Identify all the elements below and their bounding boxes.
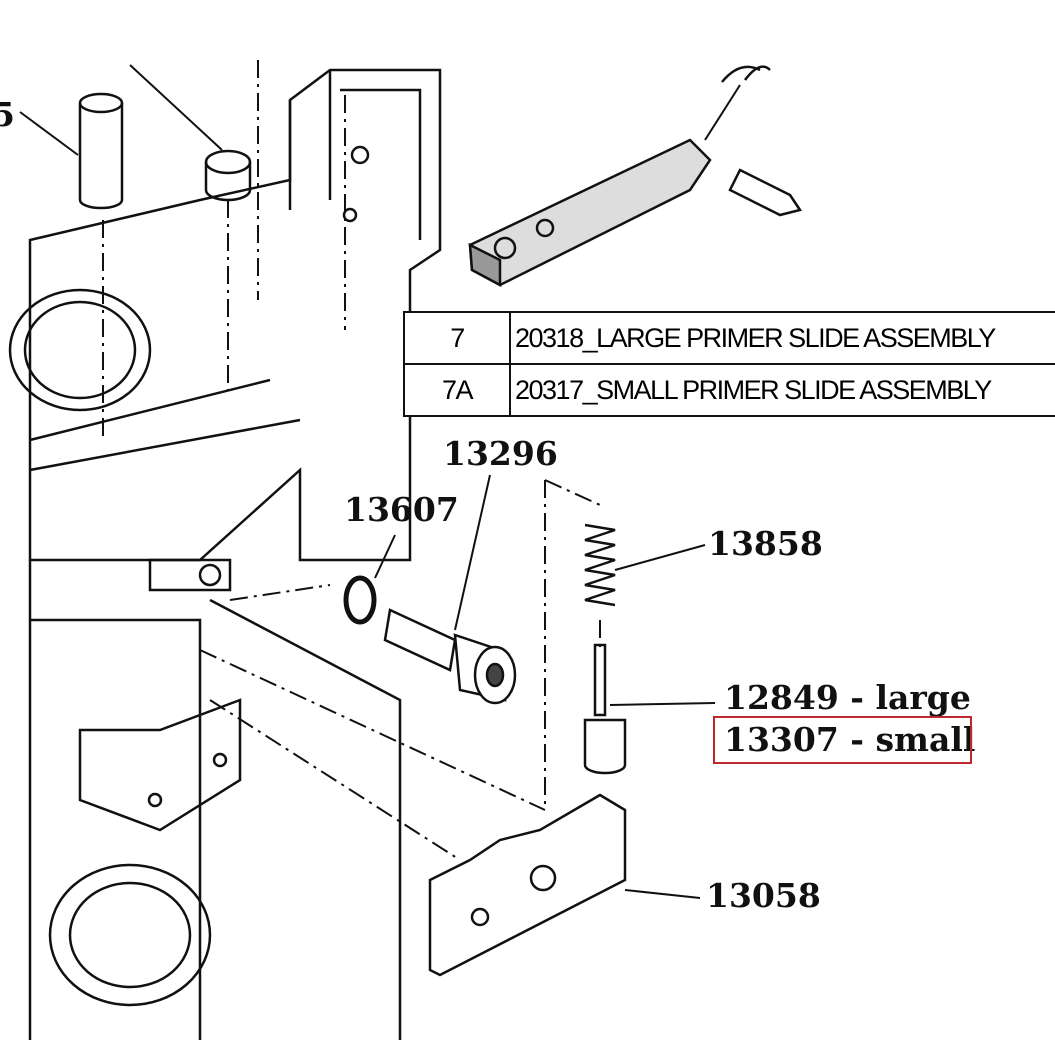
- centerlines: [102, 60, 601, 861]
- snap-ring-13607: [343, 534, 396, 625]
- threaded-plug: [129, 64, 252, 202]
- callout-12849-large: 12849 - large: [724, 678, 971, 717]
- press-frame: [8, 68, 442, 1040]
- callout-13607: 13607: [344, 490, 459, 529]
- callout-5: 5: [0, 95, 15, 134]
- callout-13858: 13858: [708, 524, 823, 563]
- highlight-box: [713, 716, 972, 764]
- callout-13296: 13296: [443, 434, 558, 473]
- primer-slide-assembly: [468, 65, 803, 288]
- callout-13307-small: 13307 - small: [724, 720, 976, 759]
- primer-punch-12849-13307: [583, 643, 716, 775]
- callout-13058: 13058: [706, 876, 821, 915]
- parts-table: 7 20318_LARGE PRIMER SLIDE ASSEMBLY 7A 2…: [403, 311, 1055, 417]
- item-number: 7A: [403, 363, 511, 417]
- table-row: 7 20318_LARGE PRIMER SLIDE ASSEMBLY: [403, 311, 1055, 365]
- item-description: 20317_SMALL PRIMER SLIDE ASSEMBLY: [510, 363, 1055, 417]
- shoulder-bolt-13296: [383, 474, 517, 705]
- pin-part-5: [19, 92, 124, 210]
- plate-13058: [428, 793, 701, 977]
- spring-13858: [584, 523, 706, 607]
- item-number: 7: [403, 311, 511, 365]
- item-description: 20318_LARGE PRIMER SLIDE ASSEMBLY: [510, 311, 1055, 365]
- table-row: 7A 20317_SMALL PRIMER SLIDE ASSEMBLY: [403, 363, 1055, 417]
